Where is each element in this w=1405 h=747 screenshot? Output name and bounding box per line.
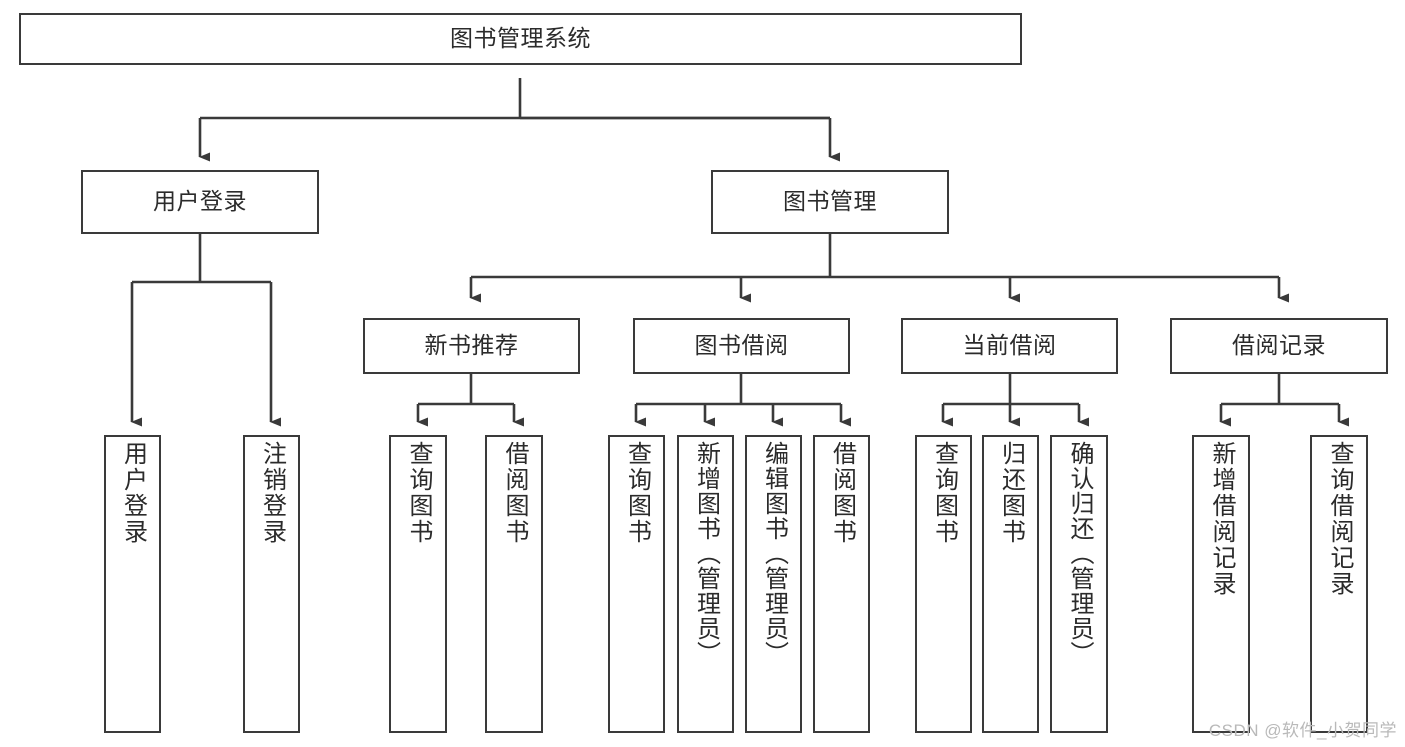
node-book-borrow[interactable]: 图书借阅 (633, 318, 850, 374)
node-label: 当前借阅 (962, 332, 1057, 359)
node-label: 注销登录 (258, 441, 286, 545)
leaf-current-confirm-return-admin[interactable]: 确认归还（管理员） (1050, 435, 1108, 733)
leaf-current-query-book[interactable]: 查询图书 (915, 435, 972, 733)
node-label: 图书管理系统 (450, 25, 591, 52)
node-label: 归还图书 (997, 441, 1025, 545)
node-label: 用户登录 (119, 441, 147, 545)
node-label: 图书借阅 (694, 332, 789, 359)
node-label: 借阅图书 (828, 441, 856, 545)
node-label: 查询图书 (405, 441, 432, 545)
leaf-borrow-borrow-book[interactable]: 借阅图书 (813, 435, 870, 733)
node-label: 新书推荐 (424, 332, 519, 359)
node-label: 借阅图书 (501, 441, 528, 545)
node-label: 查询图书 (930, 441, 958, 545)
node-label: 借阅记录 (1232, 332, 1326, 359)
leaf-recommend-borrow-book[interactable]: 借阅图书 (485, 435, 543, 733)
node-label: 图书管理 (783, 188, 877, 215)
node-root-system[interactable]: 图书管理系统 (19, 13, 1022, 65)
leaf-user-login-login[interactable]: 用户登录 (104, 435, 161, 733)
node-user-login[interactable]: 用户登录 (81, 170, 319, 234)
leaf-borrow-query-book[interactable]: 查询图书 (608, 435, 665, 733)
node-new-book-recommend[interactable]: 新书推荐 (363, 318, 580, 374)
node-label: 新增借阅记录 (1208, 441, 1235, 597)
leaf-record-query-record[interactable]: 查询借阅记录 (1310, 435, 1368, 733)
leaf-current-return-book[interactable]: 归还图书 (982, 435, 1039, 733)
leaf-user-login-logout[interactable]: 注销登录 (243, 435, 300, 733)
node-current-borrow[interactable]: 当前借阅 (901, 318, 1118, 374)
node-label: 新增图书（管理员） (692, 441, 720, 666)
node-label: 编辑图书（管理员） (760, 441, 788, 666)
leaf-borrow-add-book-admin[interactable]: 新增图书（管理员） (677, 435, 734, 733)
leaf-record-add-record[interactable]: 新增借阅记录 (1192, 435, 1250, 733)
watermark: CSDN @软件_小贺同学 (1208, 721, 1397, 740)
node-label: 确认归还（管理员） (1066, 441, 1093, 666)
leaf-borrow-edit-book-admin[interactable]: 编辑图书（管理员） (745, 435, 802, 733)
node-borrow-record[interactable]: 借阅记录 (1170, 318, 1388, 374)
node-label: 查询图书 (623, 441, 651, 545)
node-label: 查询借阅记录 (1326, 441, 1353, 597)
node-label: 用户登录 (153, 188, 247, 215)
leaf-recommend-query-book[interactable]: 查询图书 (389, 435, 447, 733)
node-book-management[interactable]: 图书管理 (711, 170, 949, 234)
